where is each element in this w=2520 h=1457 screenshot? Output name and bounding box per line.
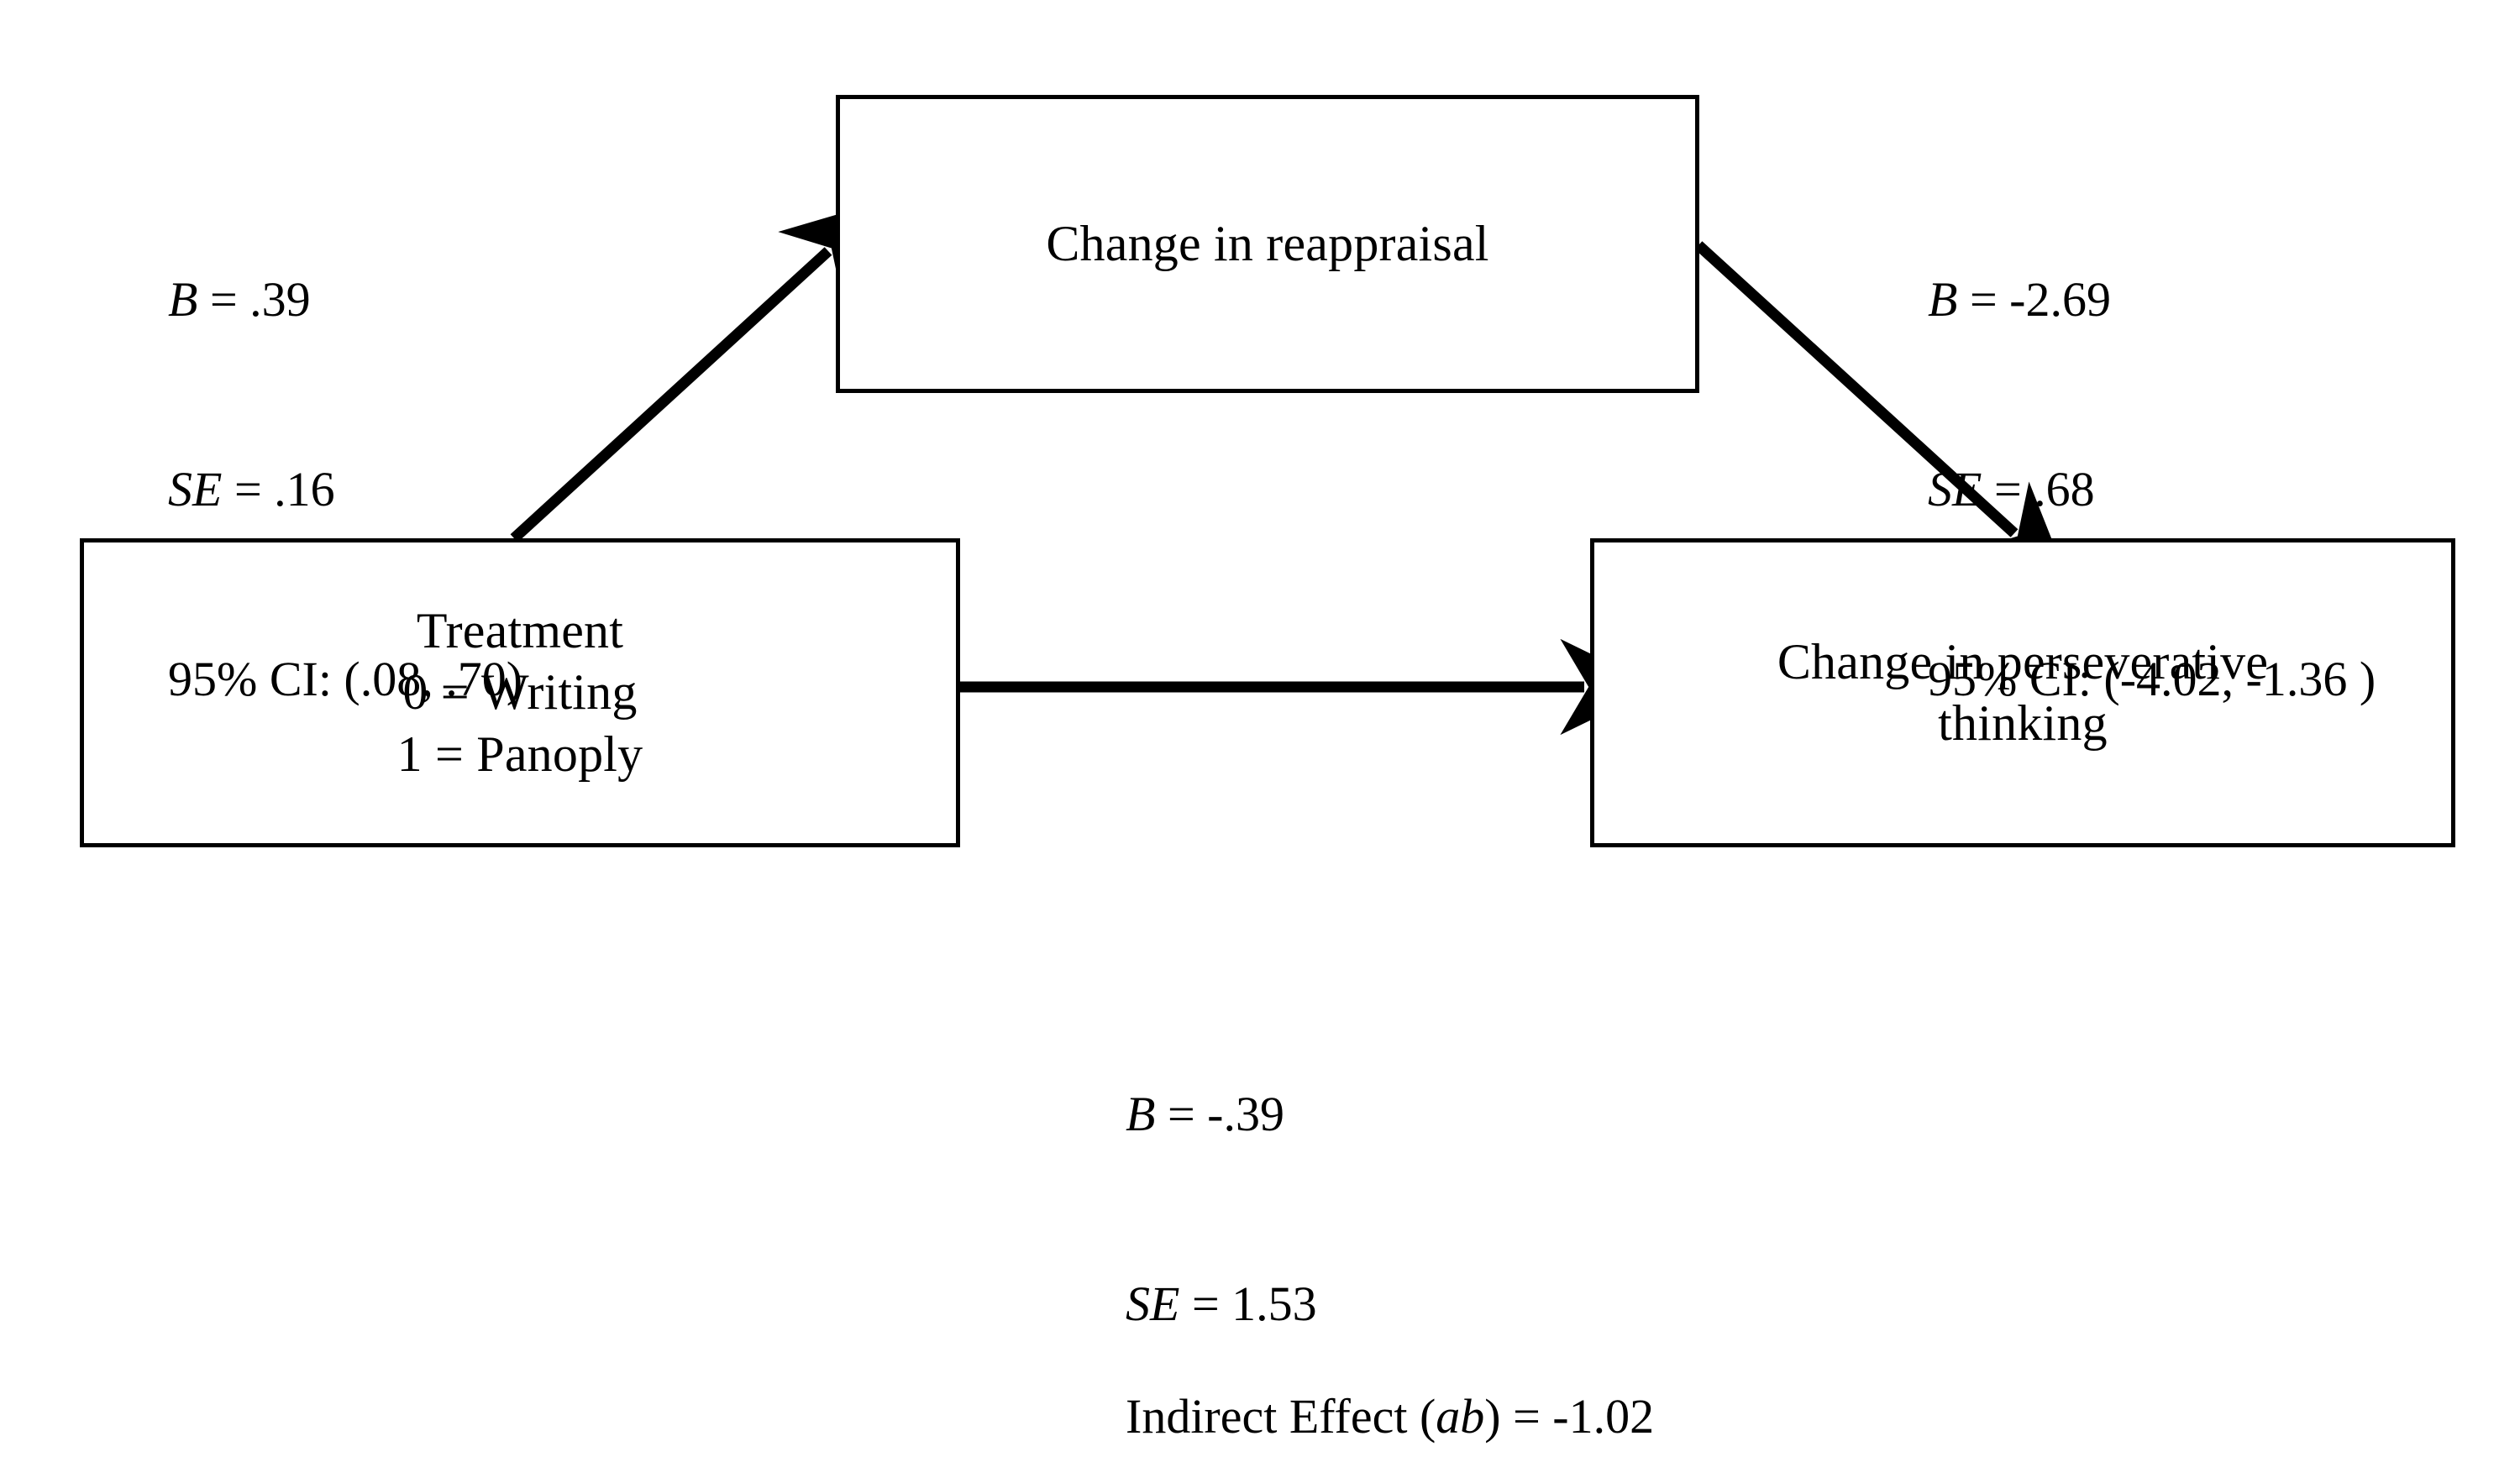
node-box-outcome[interactable]: Change in perseverative thinking xyxy=(1590,538,2455,847)
path-a-coefficient-symbol: B xyxy=(168,271,198,327)
path-c-prime-coefficient-symbol: B xyxy=(1126,1086,1156,1141)
path-b-ci-line: 95% CI: (-4.02, -1.36 ) xyxy=(1928,652,2376,707)
path-c-prime-se-value: = 1.53 xyxy=(1179,1276,1317,1331)
indirect-effect-label-suffix: ) = -1.02 xyxy=(1484,1388,1655,1444)
path-b-statistics: B = -2.69 SE = .68 95% CI: (-4.02, -1.36… xyxy=(1928,141,2376,837)
path-a-coefficient-value: = .39 xyxy=(197,271,311,327)
node-box-predictor[interactable]: Treatment 0 = Writing 1 = Panoply xyxy=(80,538,960,847)
path-a-ci-line: 95% CI: (.08, .70) xyxy=(168,652,523,707)
path-a-se-value: = .16 xyxy=(222,461,335,516)
indirect-effect-line: Indirect Effect (ab) = -1.02 xyxy=(1126,1385,1654,1448)
path-c-prime-se-symbol: SE xyxy=(1126,1276,1180,1331)
node-label-outcome: Change in perseverative thinking xyxy=(1777,633,2269,751)
path-a-coefficient-line: B = .39 xyxy=(168,268,522,331)
indirect-effect-statistics: Indirect Effect (ab) = -1.02 95% CI: (-2… xyxy=(1126,1258,1654,1457)
node-box-mediator[interactable]: Change in reappraisal xyxy=(836,95,1699,393)
path-b-se-value: = .68 xyxy=(1982,461,2095,516)
path-b-se-line: SE = .68 xyxy=(1928,458,2376,521)
path-c-prime-se-line: SE = 1.53 xyxy=(1126,1272,1545,1335)
path-c-prime-statistics: B = -.39 SE = 1.53 95% CI: (-3.53, 2.47) xyxy=(1126,956,1545,1457)
path-b-coefficient-line: B = -2.69 xyxy=(1928,268,2376,331)
path-b-se-symbol: SE xyxy=(1928,461,1982,516)
indirect-effect-symbol: ab xyxy=(1436,1388,1485,1444)
path-a-se-line: SE = .16 xyxy=(168,458,522,521)
node-label-mediator: Change in reappraisal xyxy=(1046,215,1489,271)
indirect-effect-label-prefix: Indirect Effect ( xyxy=(1126,1388,1436,1444)
path-a-se-symbol: SE xyxy=(168,461,223,516)
path-a-statistics: B = .39 SE = .16 95% CI: (.08, .70) xyxy=(168,141,522,837)
path-b-coefficient-value: = -2.69 xyxy=(1957,271,2111,327)
node-label-predictor: Treatment 0 = Writing 1 = Panoply xyxy=(396,603,643,782)
path-c-prime-coefficient-line: B = -.39 xyxy=(1126,1082,1545,1145)
path-b-coefficient-symbol: B xyxy=(1928,271,1958,327)
path-c-prime-coefficient-value: = -.39 xyxy=(1155,1086,1284,1141)
arrow-path-a xyxy=(510,201,884,542)
